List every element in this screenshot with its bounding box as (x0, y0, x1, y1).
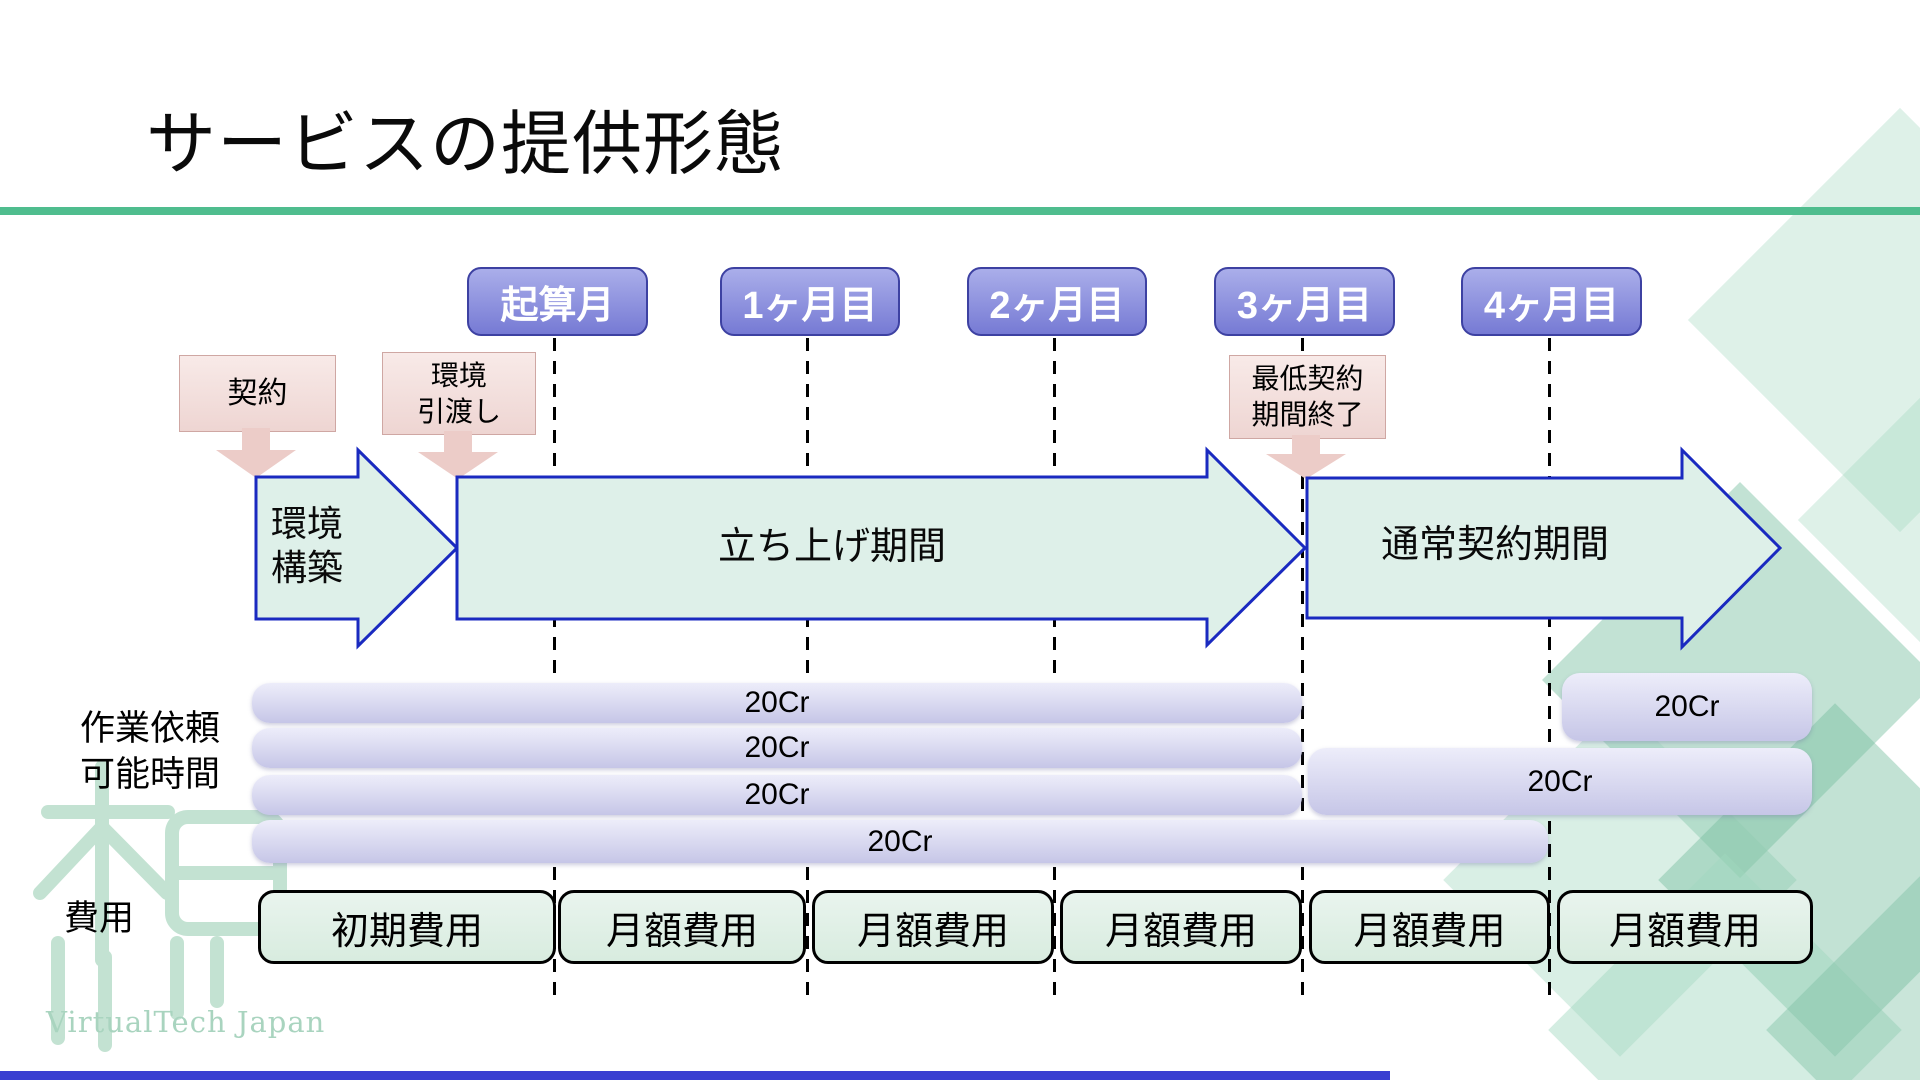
company-logo-icon (33, 760, 287, 1052)
month-guide-line (1548, 338, 1551, 1002)
month-guide-line (553, 338, 556, 1002)
phase-label-build: 環境 構築 (270, 503, 343, 588)
callout-line: 期間終了 (1251, 399, 1364, 430)
callout-down-arrow (418, 431, 498, 479)
phase-arrow-rampup (455, 446, 1308, 649)
phase-arrow-regular (1305, 446, 1783, 651)
row-label-cost: 費用 (64, 899, 135, 938)
page-title: サービスの提供形態 (146, 105, 785, 183)
work-bar-4: 20Cr (252, 820, 1548, 863)
phase-label-regular: 通常契約期間 (1380, 524, 1609, 566)
month-box-1: 1ヶ月目 (720, 267, 900, 336)
footer-accent-bar (0, 1071, 1390, 1080)
cost-box-monthly-4: 月額費用 (1309, 890, 1550, 964)
month-box-4: 4ヶ月目 (1461, 267, 1642, 336)
month-box-2: 2ヶ月目 (967, 267, 1147, 336)
callout-minimum-term-end: 最低契約 期間終了 (1229, 355, 1386, 439)
phase-arrows (254, 446, 1783, 651)
callout-down-arrow (216, 428, 296, 478)
cost-box-monthly-1: 月額費用 (558, 890, 806, 964)
month-guide-line (806, 338, 809, 1002)
callout-down-arrow (1266, 435, 1346, 479)
phase-label-rampup: 立ち上げ期間 (717, 526, 946, 568)
work-bar-right-mid: 20Cr (1308, 748, 1812, 815)
callout-line: 引渡し (416, 395, 501, 427)
work-bar-3: 20Cr (252, 775, 1302, 815)
callout-line: 契約 (227, 376, 288, 410)
row-label-work-hours: 作業依頼 可能時間 (79, 709, 220, 794)
cost-box-monthly-2: 月額費用 (812, 890, 1054, 964)
work-bar-1: 20Cr (252, 683, 1302, 723)
month-guide-line (1301, 338, 1304, 1002)
phase-arrow-build (254, 446, 460, 650)
month-box-start: 起算月 (467, 267, 648, 336)
cost-box-initial: 初期費用 (258, 890, 556, 964)
callout-contract: 契約 (179, 355, 336, 432)
work-bar-right-top: 20Cr (1562, 673, 1812, 741)
month-guide-line (1053, 338, 1056, 1002)
month-box-3: 3ヶ月目 (1214, 267, 1395, 336)
title-underline (0, 207, 1920, 215)
logo-wordmark: VirtualTech Japan (46, 1005, 326, 1039)
cost-box-monthly-5: 月額費用 (1557, 890, 1813, 964)
work-bar-2: 20Cr (252, 728, 1302, 768)
callout-environment-handover: 環境 引渡し (382, 352, 536, 435)
cost-box-monthly-3: 月額費用 (1060, 890, 1302, 964)
callout-line: 最低契約 (1251, 363, 1364, 394)
callout-line: 環境 (430, 359, 487, 391)
